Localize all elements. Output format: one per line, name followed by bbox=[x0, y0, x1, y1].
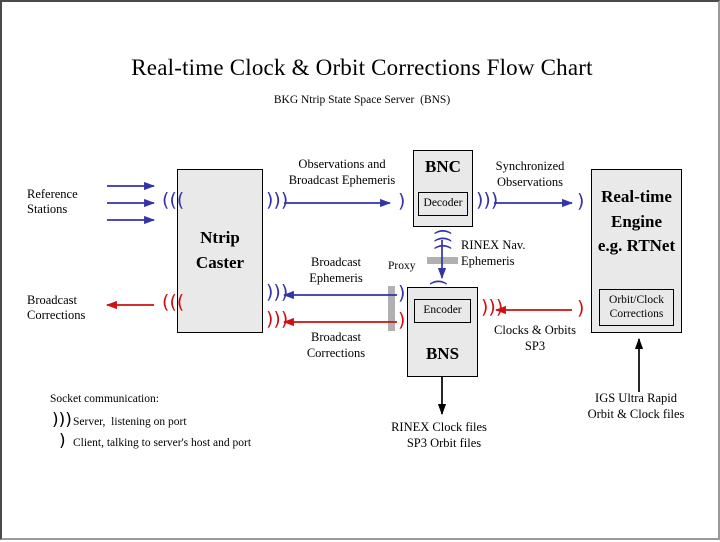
client-socket-icon-bns-ephemeris: ) bbox=[398, 282, 406, 304]
server-socket-icon-caster-in: ))) bbox=[162, 189, 185, 211]
legend-server-text: Server, listening on port bbox=[73, 416, 187, 428]
label-clocks-orbits-line1: Clocks & Orbits bbox=[494, 323, 576, 337]
legend-client-text: Client, talking to server's host and por… bbox=[73, 437, 252, 449]
client-socket-icon-bns-nav: ) bbox=[427, 278, 450, 287]
bns-title: BNS bbox=[425, 344, 460, 363]
client-socket-icon-bnc-in: ) bbox=[398, 190, 406, 212]
ntrip-caster-label-line1: Ntrip bbox=[200, 228, 240, 248]
server-socket-icon-rinex-nav: ))) bbox=[431, 228, 454, 251]
proxy-bar-vertical bbox=[388, 286, 395, 331]
page-subtitle: BKG Ntrip State Space Server (BNS) bbox=[273, 94, 451, 106]
label-reference-stations-line2: Stations bbox=[27, 202, 68, 216]
label-synchronized-line1: Synchronized bbox=[495, 159, 565, 173]
ntrip-caster-box[interactable]: Ntrip Caster bbox=[177, 169, 263, 333]
client-socket-icon-legend: ) bbox=[59, 431, 66, 451]
orbit-clock-corrections-line2: Corrections bbox=[609, 307, 664, 320]
rt-engine-line2: Engine bbox=[610, 211, 663, 231]
proxy-bar-horizontal bbox=[427, 257, 458, 264]
bnc-decoder-box[interactable]: Decoder bbox=[418, 192, 468, 216]
server-socket-icon-caster-ephemeris: ))) bbox=[266, 281, 289, 303]
server-socket-icon-caster-corr-in: ))) bbox=[266, 308, 289, 330]
label-broadcast-corrections-out-line2: Corrections bbox=[27, 308, 86, 322]
label-broadcast-corrections-mid-line2: Corrections bbox=[306, 346, 366, 360]
server-socket-icon-caster-out: ))) bbox=[266, 189, 289, 211]
bnc-title: BNC bbox=[425, 157, 461, 176]
client-socket-icon-bns-corrections: ) bbox=[398, 309, 406, 331]
label-rinex-clock-files-line1: RINEX Clock files bbox=[391, 420, 487, 434]
label-igs-ultra-rapid-line2: Orbit & Clock files bbox=[587, 407, 685, 421]
label-synchronized-line2: Observations bbox=[497, 175, 563, 189]
rt-engine-line3: e.g. RTNet bbox=[597, 236, 676, 256]
label-proxy: Proxy bbox=[388, 260, 416, 272]
label-observations-line1: Observations and bbox=[298, 157, 386, 171]
label-broadcast-corrections-mid-line1: Broadcast bbox=[311, 330, 361, 344]
client-socket-icon-engine-in: ) bbox=[577, 190, 585, 212]
orbit-clock-corrections-line1: Orbit/Clock bbox=[609, 294, 664, 307]
label-broadcast-ephemeris-line2: Ephemeris bbox=[309, 271, 363, 285]
label-rinex-nav-line1: RINEX Nav. bbox=[461, 238, 526, 252]
server-socket-icon-bnc-out: ))) bbox=[476, 189, 499, 211]
label-clocks-orbits-line2: SP3 bbox=[524, 339, 546, 353]
server-socket-icon-caster-corrections: ))) bbox=[162, 291, 185, 313]
label-reference-stations-line1: Reference bbox=[27, 187, 78, 201]
label-igs-ultra-rapid-line1: IGS Ultra Rapid bbox=[595, 391, 677, 405]
client-socket-icon-engine-out: ) bbox=[577, 297, 585, 319]
rt-engine-line1: Real-time bbox=[601, 187, 672, 206]
label-rinex-clock-files-line2: SP3 Orbit files bbox=[406, 436, 482, 450]
orbit-clock-corrections-box[interactable]: Orbit/Clock Corrections bbox=[599, 289, 674, 326]
label-broadcast-corrections-out-line1: Broadcast bbox=[27, 293, 77, 307]
label-broadcast-ephemeris-line1: Broadcast bbox=[311, 255, 361, 269]
label-observations-line2: Broadcast Ephemeris bbox=[288, 173, 396, 187]
ntrip-caster-label-line2: Caster bbox=[195, 253, 245, 272]
page-title: Real-time Clock & Orbit Corrections Flow… bbox=[131, 55, 593, 80]
legend-heading: Socket communication: bbox=[50, 393, 159, 405]
bns-encoder-box[interactable]: Encoder bbox=[414, 299, 471, 323]
label-rinex-nav-line2: Ephemeris bbox=[461, 254, 515, 268]
server-socket-icon-legend: ))) bbox=[52, 410, 72, 430]
server-socket-icon-bns-clocks: ))) bbox=[481, 296, 504, 318]
